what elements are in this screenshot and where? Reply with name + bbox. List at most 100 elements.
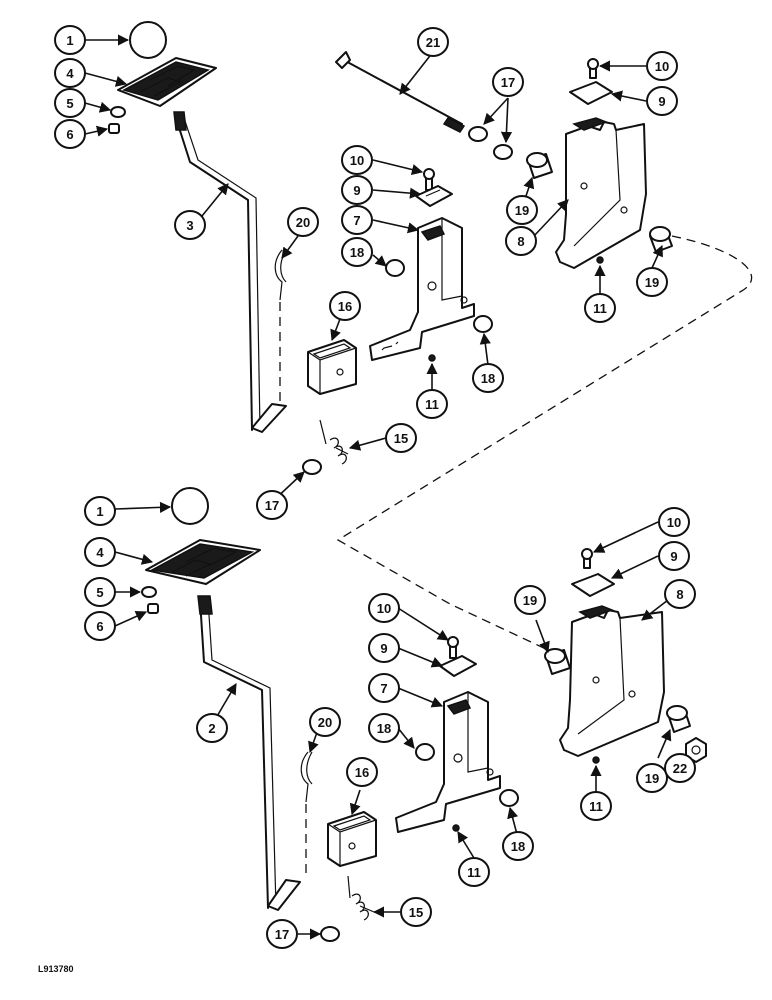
washer [110,106,126,118]
bottom-assembly [141,487,707,942]
lever [199,599,269,909]
callout-20: 20 [309,707,341,737]
callout-label: 10 [377,601,391,616]
callout-17: 17 [266,919,298,949]
callout-15: 15 [400,897,432,927]
callout-15: 15 [385,423,417,453]
callout-5: 5 [54,88,86,118]
callout-19: 19 [636,267,668,297]
guide-plate [117,57,217,107]
callout-label: 8 [517,234,524,249]
callout-label: 18 [511,839,525,854]
callout-label: 9 [670,549,677,564]
callout-label: 1 [66,33,73,48]
pivot-block [307,339,357,395]
callout-19: 19 [636,763,668,793]
callout-label: 3 [186,218,193,233]
callout-label: 10 [655,59,669,74]
callout-9: 9 [646,86,678,116]
callout-9: 9 [658,541,690,571]
nut [147,603,159,614]
knob [171,487,209,525]
callout-label: 7 [380,681,387,696]
callout-3: 3 [174,210,206,240]
callout-18: 18 [341,237,373,267]
callout-label: 5 [66,96,73,111]
callout-label: 11 [425,397,439,412]
callout-5: 5 [84,577,116,607]
callout-11: 11 [458,857,490,887]
callout-6: 6 [54,119,86,149]
callout-20: 20 [287,207,319,237]
callout-label: 8 [676,587,683,602]
callout-10: 10 [646,51,678,81]
callout-11: 11 [584,293,616,323]
callout-4: 4 [84,537,116,567]
callout-label: 4 [96,545,104,560]
callout-label: 19 [645,275,659,290]
callout-10: 10 [368,593,400,623]
callout-label: 9 [353,183,360,198]
bracket-small [395,691,501,833]
callout-label: 17 [275,927,289,942]
bracket-small [369,217,475,361]
bolt-clip-small [439,636,477,677]
callout-18: 18 [472,363,504,393]
callout-label: 15 [409,905,423,920]
callout-label: 17 [501,75,515,90]
callout-label: 19 [515,203,529,218]
callout-label: 6 [66,127,73,142]
callout-18: 18 [502,831,534,861]
callout-16: 16 [346,757,378,787]
callout-label: 19 [645,771,659,786]
callout-21: 21 [417,27,449,57]
callout-label: 5 [96,585,103,600]
callout-10: 10 [341,145,373,175]
pivot-block [327,811,377,867]
callout-label: 18 [350,245,364,260]
callout-17: 17 [256,490,288,520]
leader-lines [84,34,689,940]
callout-22: 22 [664,753,696,783]
callout-7: 7 [368,673,400,703]
bolt-clip-small [415,168,453,207]
callout-label: 19 [523,593,537,608]
callout-17: 17 [492,67,524,97]
tie-rod [335,51,466,133]
spring [347,875,375,921]
callout-1: 1 [54,25,86,55]
callout-label: 9 [380,641,387,656]
callout-11: 11 [580,791,612,821]
callout-label: 17 [265,498,279,513]
callout-8: 8 [664,579,696,609]
callout-label: 22 [673,761,687,776]
callout-label: 16 [355,765,369,780]
washer [141,586,157,598]
callout-label: 4 [66,66,74,81]
callout-10: 10 [658,507,690,537]
callout-label: 20 [318,715,332,730]
figure-reference: L913780 [38,964,74,974]
callout-label: 21 [426,35,440,50]
callout-9: 9 [368,633,400,663]
callout-18: 18 [368,713,400,743]
nut [108,123,120,134]
callout-label: 15 [394,431,408,446]
spring [319,419,349,465]
callout-4: 4 [54,58,86,88]
knob [129,21,167,59]
callout-7: 7 [341,205,373,235]
callout-11: 11 [416,389,448,419]
bracket-large [555,117,647,269]
callout-2: 2 [196,713,228,743]
callout-label: 2 [208,721,215,736]
callout-label: 6 [96,619,103,634]
bolt-clip-large [571,548,615,597]
callout-label: 11 [467,865,481,880]
callout-label: 20 [296,215,310,230]
callout-label: 11 [593,301,607,316]
cotter-pin [274,249,283,301]
callout-label: 10 [667,515,681,530]
